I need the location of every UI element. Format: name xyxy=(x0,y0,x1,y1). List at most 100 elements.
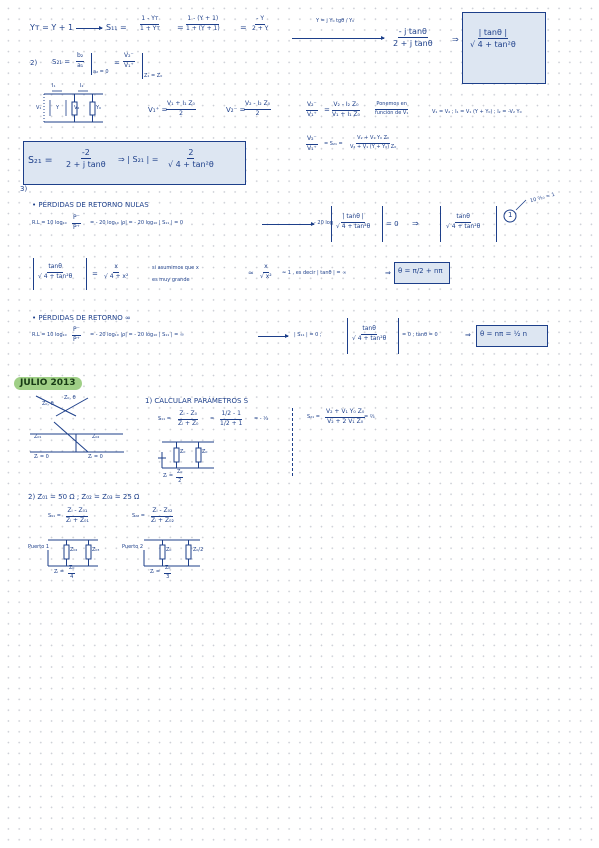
frac-s11-2: 1 - (Y + 1) 1 + (Y + 1) xyxy=(186,15,220,33)
frac-den: 2 xyxy=(179,109,183,117)
frac-s11-1: 1 - Yт 1 + Yт xyxy=(140,15,160,33)
frac-abs-3: tanθ √ 4 + tan²θ xyxy=(38,263,73,281)
implies: ⇒ xyxy=(412,219,419,228)
abs-bar xyxy=(347,318,348,354)
frac-den: 2 + Y xyxy=(252,24,269,32)
frac-den: √ 4 + tan²θ xyxy=(38,272,73,280)
frac-num: V₂⁻ xyxy=(306,101,318,111)
abs-bar xyxy=(331,206,332,242)
frac-num: x xyxy=(113,263,119,273)
equals: = xyxy=(177,23,184,32)
abs-eq: = 0 xyxy=(386,220,399,228)
arrow-3 xyxy=(262,222,315,226)
frac-den: 2 + j tanθ xyxy=(393,39,433,49)
frac-num: 1 - (Y + 1) xyxy=(186,15,220,25)
puerto-2-label: Puerto 2 xyxy=(122,544,144,550)
frac-num: P⁻ xyxy=(72,326,81,336)
frac-den: √ 4 + tan²θ xyxy=(336,222,371,230)
label-v2: V₂ xyxy=(74,105,80,111)
frac-den: √ x² xyxy=(260,272,272,280)
frac-den: √ 4 + tan²θ xyxy=(352,334,387,342)
equals: = xyxy=(240,23,247,32)
frac-num: x xyxy=(263,263,269,273)
load-circuit-diagram xyxy=(152,438,222,476)
line-label-1: Z₀, θ xyxy=(42,401,54,407)
frac-v2m: V₂ - I₂ Z₀ 2 xyxy=(244,100,272,118)
rl-line-2: R.L = 10 log₁₀ xyxy=(32,332,67,338)
conditions-line: V₁ = V₂ ; I₁ = V₁ (Y + Y₀) ; I₂ = -V₂ Y₀ xyxy=(432,109,522,115)
abs-bar xyxy=(496,206,497,242)
frac-den: 2 + j tanθ xyxy=(66,160,106,170)
frac-v2-v1: V₂⁻ V₁⁺ xyxy=(123,52,135,70)
frac-num: V₂ + V₁ Y₀ Z₀ xyxy=(356,135,391,144)
frac-num: V₁ + I₁ Z₀ xyxy=(166,100,196,110)
frac-den: función de V₁ xyxy=(375,109,409,116)
zo2-label: Z₀₂ xyxy=(92,434,100,440)
question-1: 1) CALCULAR PARÁMETROS S xyxy=(145,397,249,405)
frac-num: tanθ xyxy=(455,213,471,223)
frac-s11-3: - Y 2 + Y xyxy=(252,15,269,33)
zo1-label: Z₀₁ xyxy=(34,434,42,440)
p1-z2-label: Z₀₃ xyxy=(92,547,100,553)
frac-num: - Y xyxy=(255,15,266,25)
eval-bar xyxy=(91,53,92,75)
frac-p1-zl: Z₀ 4 xyxy=(68,565,76,581)
rl-line: R.L = 10 log₁₀ xyxy=(32,220,67,226)
frac-ratio2: V₂⁻ V₁⁺ xyxy=(306,135,318,153)
implies: ⇒ xyxy=(452,35,459,44)
frac-num: Ponemos en xyxy=(375,101,408,110)
abs-bar xyxy=(382,206,383,242)
s21-box-mid: ⇒ | S₂₁ | = xyxy=(118,155,159,164)
implies: ⇒ xyxy=(465,331,471,339)
s21-eq: = S₂₁ = xyxy=(324,141,343,147)
frac-num: V₂⁻ xyxy=(123,52,135,62)
frac-den: V₁⁺ xyxy=(307,144,317,152)
frac-num: Zₗ - Z₀₂ xyxy=(151,507,174,517)
circled-one-mark xyxy=(500,204,520,224)
frac-num: Z₀ xyxy=(176,469,184,478)
p2-zl-label: Zₗ = xyxy=(150,569,161,575)
frac-den: √ 4 + tan²θ xyxy=(446,222,481,230)
frac-num: V₂ - I₂ Z₀ xyxy=(332,101,360,111)
arrow-1 xyxy=(76,26,103,30)
approx: ≃ xyxy=(248,269,254,277)
frac-num: P⁻ xyxy=(72,214,81,224)
frac-num: tanθ xyxy=(47,263,63,273)
port-1-circuit xyxy=(42,536,104,572)
frac-s11-julio-2: 1/2 - 1 1/2 + 1 xyxy=(220,410,242,428)
zero-tan: = 0 ; tanθ = 0 xyxy=(402,332,438,338)
equals: = xyxy=(92,270,98,278)
frac-s11-julio: Zₗ - Z₀ Zₗ + Z₀ xyxy=(178,410,199,428)
zl1-label: Zₗ = 0 xyxy=(34,454,49,460)
p2-z1-label: Z₀ xyxy=(166,547,172,553)
frac-ratio1: V₂⁻ V₁⁺ xyxy=(306,101,318,119)
frac-rl: P⁻ P⁺ xyxy=(72,214,81,232)
rl-rest: = - 20 log₁₀ |ρ| = - 20 log₁₀ | S₁₁ | = … xyxy=(90,220,184,226)
s21-box-label: S₂₁ = xyxy=(28,155,53,166)
frac-s22-q2: Zₗ - Z₀₂ Zₗ + Z₀₂ xyxy=(151,507,174,525)
frac-den: V₂ + V₁ (Y + Y₀) Z₀ xyxy=(350,143,397,150)
frac-den: V₁⁺ xyxy=(307,110,317,118)
s11-julio-label: S₁₁ = xyxy=(158,416,171,422)
frac-den: P⁺ xyxy=(73,223,80,231)
frac-b2-a1: b₂ a₁ xyxy=(76,52,85,70)
frac-num: 1 - Yт xyxy=(140,15,160,25)
rl2-rest: = - 20 log₁₀ |ρ| = - 20 log₁₀ | S₁₁ | = … xyxy=(90,332,185,338)
section-tag-julio: JULIO 2013 xyxy=(14,377,82,390)
frac-num: - j tanθ xyxy=(397,27,428,39)
frac-s11-4: - j tanθ 2 + j tanθ xyxy=(393,27,433,48)
frac-den: √ 4 + tan²θ xyxy=(470,40,516,50)
frac-abs-2: tanθ √ 4 + tan²θ xyxy=(446,213,481,231)
abs-bar xyxy=(440,206,441,242)
theta-result-box-1 xyxy=(394,262,450,284)
frac-den: √ 4 + tan²θ xyxy=(168,160,214,170)
equals: = xyxy=(210,416,215,422)
frac-s11-abs: | tanθ | √ 4 + tan²θ xyxy=(470,28,516,49)
frac-num: V₂ - I₂ Z₀ xyxy=(244,100,272,110)
z0b-label: Z₀ xyxy=(202,449,208,455)
frac-den: Zₗ + Z₀ xyxy=(178,419,199,427)
frac-num: 2 xyxy=(187,148,195,160)
frac-den: P⁺ xyxy=(73,335,80,343)
s22-q2-label: S₂₂ = xyxy=(132,513,145,519)
divider-dashed xyxy=(292,408,293,476)
